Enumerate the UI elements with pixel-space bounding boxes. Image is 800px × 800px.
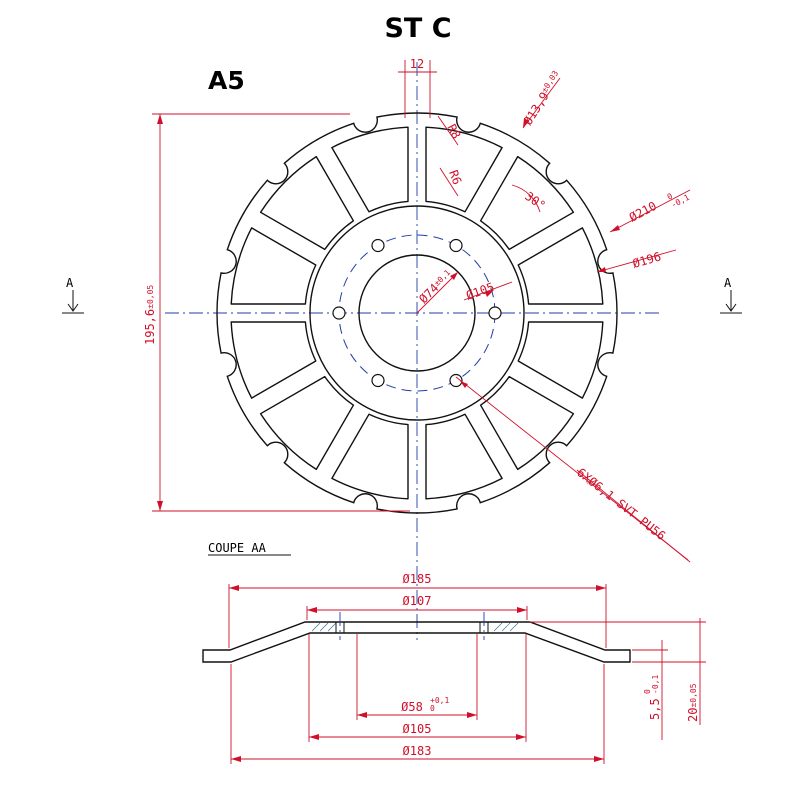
section-marker-right: A	[720, 276, 742, 314]
svg-text:-0,1: -0,1	[670, 193, 691, 210]
dim-sec-183: Ø183	[230, 664, 605, 764]
bolt-hole	[488, 306, 502, 320]
window-cutout	[331, 413, 409, 500]
dim-angle-30: 30°	[511, 184, 548, 213]
dim-sec-185: Ø185	[228, 572, 607, 648]
front-view: A A 12 Ø13,9±0,03 R8	[62, 57, 742, 640]
window-cutout	[479, 155, 575, 251]
section-profile	[202, 621, 631, 663]
dim-bolt-circle: Ø105	[463, 280, 513, 303]
dim-outer-dia: Ø210 0 -0,1	[609, 189, 691, 233]
svg-text:0: 0	[666, 191, 675, 201]
drawing-title: ST C	[384, 13, 451, 44]
dim-radius-r8: R8	[437, 115, 463, 146]
dim-thickness-20: 20±0,05	[530, 618, 706, 725]
svg-text:6XØ6,1 SVT PU56: 6XØ6,1 SVT PU56	[574, 465, 668, 543]
svg-text:Ø107: Ø107	[403, 594, 432, 608]
window-cutout	[259, 155, 355, 251]
svg-text:Ø58: Ø58	[401, 700, 423, 714]
bolt-holes	[332, 238, 502, 388]
svg-text:5,5: 5,5	[648, 698, 662, 720]
dim-sec-105: Ø105	[308, 634, 527, 742]
svg-text:Ø185: Ø185	[403, 572, 432, 586]
window-cutout	[230, 227, 317, 305]
bolt-hole	[449, 238, 463, 253]
svg-text:0: 0	[430, 704, 435, 713]
svg-text:20±0,05: 20±0,05	[686, 683, 700, 722]
drawing-subtitle: A5	[208, 66, 245, 95]
dim-sec-107: Ø107	[306, 594, 528, 620]
window-cutout	[517, 227, 604, 305]
dim-hole-dia: Ø13,9±0,03	[521, 69, 565, 129]
svg-text:12: 12	[410, 57, 424, 71]
svg-text:Ø105: Ø105	[403, 722, 432, 736]
svg-text:Ø105: Ø105	[464, 280, 496, 303]
svg-text:A: A	[66, 276, 74, 290]
dim-thickness-5-5: 5,5 0 -0,1	[632, 640, 668, 740]
center-bore	[358, 254, 476, 372]
hub-outer-circle	[309, 205, 525, 421]
wheel-windows	[230, 126, 604, 500]
wheel-outer-profile	[216, 112, 618, 514]
window-cutout	[425, 413, 503, 500]
section-label: COUPE AA	[208, 541, 267, 555]
bolt-hole	[332, 306, 346, 320]
dim-bore: Ø74±0,1	[416, 267, 459, 314]
window-cutout	[331, 126, 409, 213]
dim-hole-note: 6XØ6,1 SVT PU56	[455, 376, 691, 563]
svg-text:R8: R8	[444, 122, 463, 141]
dim-slot-width: 12	[398, 57, 437, 118]
dim-dia-196: Ø196	[596, 249, 677, 273]
svg-text:Ø74±0,1: Ø74±0,1	[416, 267, 455, 306]
svg-text:Ø13,9±0,03: Ø13,9±0,03	[521, 69, 565, 128]
section-bolt-holes	[335, 612, 489, 640]
dim-sec-58: Ø58 +0,1 0	[356, 634, 478, 720]
svg-text:A: A	[724, 276, 732, 290]
window-cutout	[259, 375, 355, 471]
svg-text:0: 0	[643, 689, 652, 694]
svg-text:R6: R6	[446, 168, 464, 186]
svg-text:195,6±0,05: 195,6±0,05	[143, 285, 157, 345]
window-cutout	[425, 126, 503, 213]
window-cutout	[479, 375, 575, 471]
window-cutout	[517, 321, 604, 399]
bolt-hole	[371, 373, 385, 388]
svg-text:Ø210: Ø210	[627, 199, 659, 225]
window-cutout	[230, 321, 317, 399]
dim-height: 195,6±0,05	[143, 113, 410, 512]
section-marker-left: A	[62, 276, 84, 314]
svg-text:+0,1: +0,1	[430, 696, 449, 705]
bolt-hole	[449, 373, 463, 388]
section-view: COUPE AA Ø185	[202, 541, 706, 764]
dim-radius-r6: R6	[439, 167, 464, 197]
bolt-hole	[371, 238, 385, 253]
svg-text:Ø196: Ø196	[631, 249, 663, 270]
svg-text:30°: 30°	[522, 189, 548, 213]
svg-text:Ø183: Ø183	[403, 744, 432, 758]
section-hatching	[311, 622, 519, 632]
svg-text:-0,1: -0,1	[651, 675, 660, 694]
